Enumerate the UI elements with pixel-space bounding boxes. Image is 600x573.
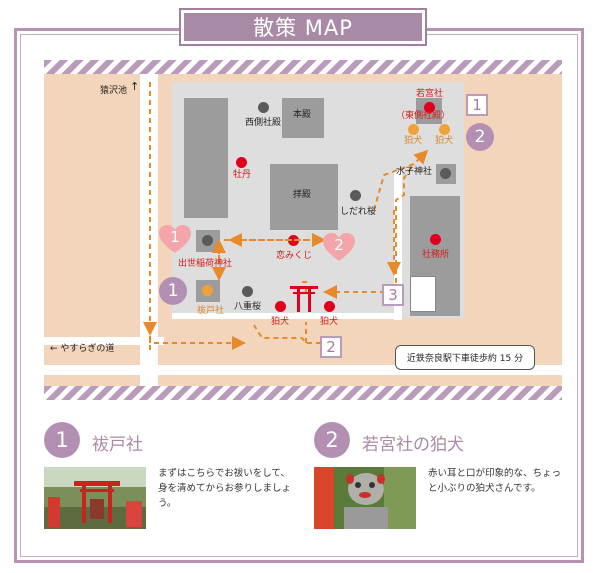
- spot-2-title: 若宮社の狛犬: [362, 435, 464, 455]
- building-haiden: [270, 164, 338, 230]
- izumo-dot: [202, 235, 213, 246]
- marker-circle-2: 2: [466, 123, 494, 151]
- building-honden: [282, 98, 324, 138]
- page-title: 散策 MAP: [184, 13, 422, 41]
- mizuko-dot: [440, 168, 451, 179]
- marker-square-3: 3: [382, 284, 404, 306]
- spot-2-description: 赤い耳と口が印象的な、ちょっ と小ぶりの狛犬さんです。: [428, 466, 568, 496]
- label-koimikuji: 恋みくじ: [276, 251, 313, 261]
- haraedo-dot: [202, 285, 213, 296]
- label-wakamiya-sub: （東側社殿）: [396, 111, 451, 121]
- spot-1-photo: [44, 467, 146, 529]
- title-box: 散策 MAP: [179, 8, 427, 46]
- spot-2-number: 2: [314, 422, 350, 458]
- komainu-photo-image: [314, 467, 416, 529]
- grounds-path: [394, 170, 402, 320]
- botan-dot: [236, 157, 247, 168]
- map-border-bottom: [44, 386, 562, 400]
- road-left: [44, 74, 140, 386]
- label-shidarezakura: しだれ桜: [340, 207, 377, 217]
- access-note: 近鉄奈良駅下車徒歩約 15 分: [395, 345, 535, 370]
- label-haraedo: 祓戸社: [197, 306, 225, 316]
- heart-1-number: 1: [170, 228, 180, 246]
- spot-2-desc-line1: 赤い耳と口が印象的な、ちょっ: [428, 468, 562, 479]
- map-border-top: [44, 60, 562, 74]
- komainu-bot2-dot: [324, 301, 335, 312]
- spot-1-desc-line1: まずはこちらでお祓いをして、: [158, 468, 290, 479]
- shamusho-dot: [430, 234, 441, 245]
- marker-circle-1: 1: [159, 277, 187, 305]
- label-komainu-bot1: 狛犬: [271, 317, 290, 327]
- wakamiya-dot: [424, 102, 435, 113]
- shidarezakura-dot: [350, 190, 361, 201]
- road-bottom-edge: [44, 365, 562, 375]
- label-izumo: 出世稲荷神社: [178, 259, 233, 269]
- label-komainu-top2: 狛犬: [435, 136, 454, 146]
- label-haiden: 拝殿: [293, 190, 312, 200]
- spot-1-description: まずはこちらでお祓いをして、 身を清めてからお参りしましょ う。: [158, 466, 293, 511]
- komainu-bot1-dot: [275, 301, 286, 312]
- label-honden: 本殿: [293, 110, 312, 120]
- marker-square-1: 1: [466, 94, 488, 116]
- label-yaezakura: 八重桜: [234, 302, 262, 312]
- label-sarusawa: 猿沢池: [100, 86, 128, 96]
- spot-1-desc-line2: 身を清めてからお参りしましょ: [158, 483, 292, 494]
- grounds-cut: [172, 313, 402, 319]
- label-nishigawa: 西側社殿: [245, 118, 282, 128]
- label-shamusho: 社務所: [422, 250, 450, 260]
- label-yasuragi: ← やすらぎの道: [50, 344, 115, 354]
- label-botan: 牡丹: [233, 170, 252, 180]
- label-komainu-top1: 狛犬: [404, 136, 423, 146]
- spot-2-desc-line2: と小ぶりの狛犬さんです。: [428, 483, 541, 494]
- spot-1-number: 1: [44, 422, 80, 458]
- heart-icon: [323, 233, 355, 261]
- spot-2-photo: [314, 467, 416, 529]
- building-shamusho-inner: [410, 276, 436, 312]
- heart-marker-2: 2: [322, 232, 356, 262]
- spot-1-title: 祓戸社: [92, 435, 143, 455]
- heart-icon: [159, 225, 191, 253]
- building-west-long: [184, 98, 228, 218]
- heart-2-number: 2: [334, 236, 344, 254]
- north-arrow-icon: ↑: [130, 80, 140, 93]
- koimikuji-dot: [288, 235, 299, 246]
- road-gap: [44, 337, 164, 345]
- komainu-top1-dot: [408, 124, 419, 135]
- label-mizuko: 水子神社: [396, 167, 433, 177]
- heart-marker-1: 1: [158, 224, 192, 254]
- torii-gate-icon: [290, 286, 318, 312]
- marker-square-2: 2: [320, 336, 342, 358]
- spot-1-desc-line3: う。: [158, 498, 177, 509]
- shrine-map: ↑ 猿沢池 西側社殿 本殿 若宮社 （東側社殿） 狛犬 狛犬 牡丹 水子神社 拝…: [44, 60, 562, 400]
- shrine-photo-image: [44, 467, 146, 529]
- label-komainu-bot2: 狛犬: [320, 317, 339, 327]
- nishigawa-dot: [258, 102, 269, 113]
- yaezakura-dot: [242, 286, 253, 297]
- label-wakamiya: 若宮社: [416, 89, 444, 99]
- komainu-top2-dot: [439, 124, 450, 135]
